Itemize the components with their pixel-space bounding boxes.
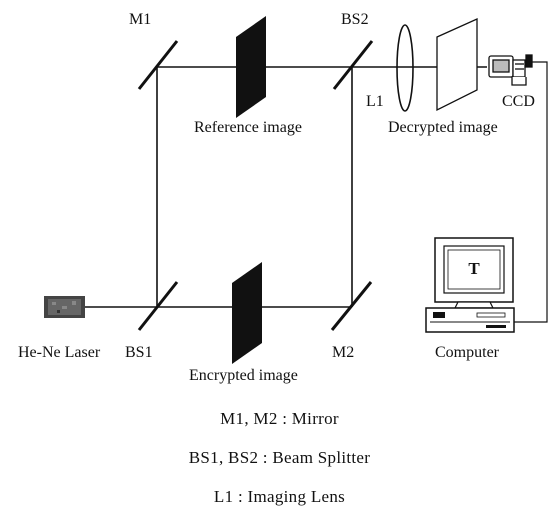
encrypted-image-plate bbox=[232, 262, 262, 364]
computer-icon: T bbox=[425, 237, 515, 333]
beam-paths bbox=[85, 66, 487, 308]
beam-splitter-bs2 bbox=[332, 40, 374, 90]
label-l1: L1 bbox=[366, 93, 384, 110]
reference-image-plate bbox=[236, 16, 266, 118]
mirror-m2 bbox=[330, 281, 373, 331]
legend-beam-splitter: BS1, BS2 : Beam Splitter bbox=[188, 448, 371, 467]
he-ne-laser-icon bbox=[44, 296, 85, 318]
label-decrypted-image: Decrypted image bbox=[388, 119, 498, 136]
ccd-camera-icon bbox=[488, 54, 533, 86]
legend-mirror: M1, M2 : Mirror bbox=[220, 409, 339, 428]
label-encrypted-image: Encrypted image bbox=[189, 367, 298, 384]
optical-setup-diagram: T M1 BS2 L1 CCD Reference image Decrypte… bbox=[18, 11, 548, 384]
label-he-ne-laser: He-Ne Laser bbox=[18, 344, 101, 361]
monitor-text: T bbox=[468, 259, 480, 278]
label-bs1: BS1 bbox=[125, 344, 153, 361]
legend-imaging-lens: L1 : Imaging Lens bbox=[213, 487, 346, 506]
label-reference-image: Reference image bbox=[194, 119, 302, 136]
label-bs2: BS2 bbox=[341, 11, 369, 28]
label-ccd: CCD bbox=[502, 93, 535, 110]
ccd-computer-cable bbox=[512, 61, 548, 323]
decrypted-image-plate bbox=[436, 17, 478, 112]
label-m1: M1 bbox=[129, 11, 151, 28]
label-computer: Computer bbox=[435, 344, 500, 361]
mirror-m1 bbox=[137, 40, 179, 90]
imaging-lens-l1 bbox=[396, 24, 414, 112]
label-m2: M2 bbox=[332, 344, 354, 361]
beam-splitter-bs1 bbox=[137, 281, 179, 331]
